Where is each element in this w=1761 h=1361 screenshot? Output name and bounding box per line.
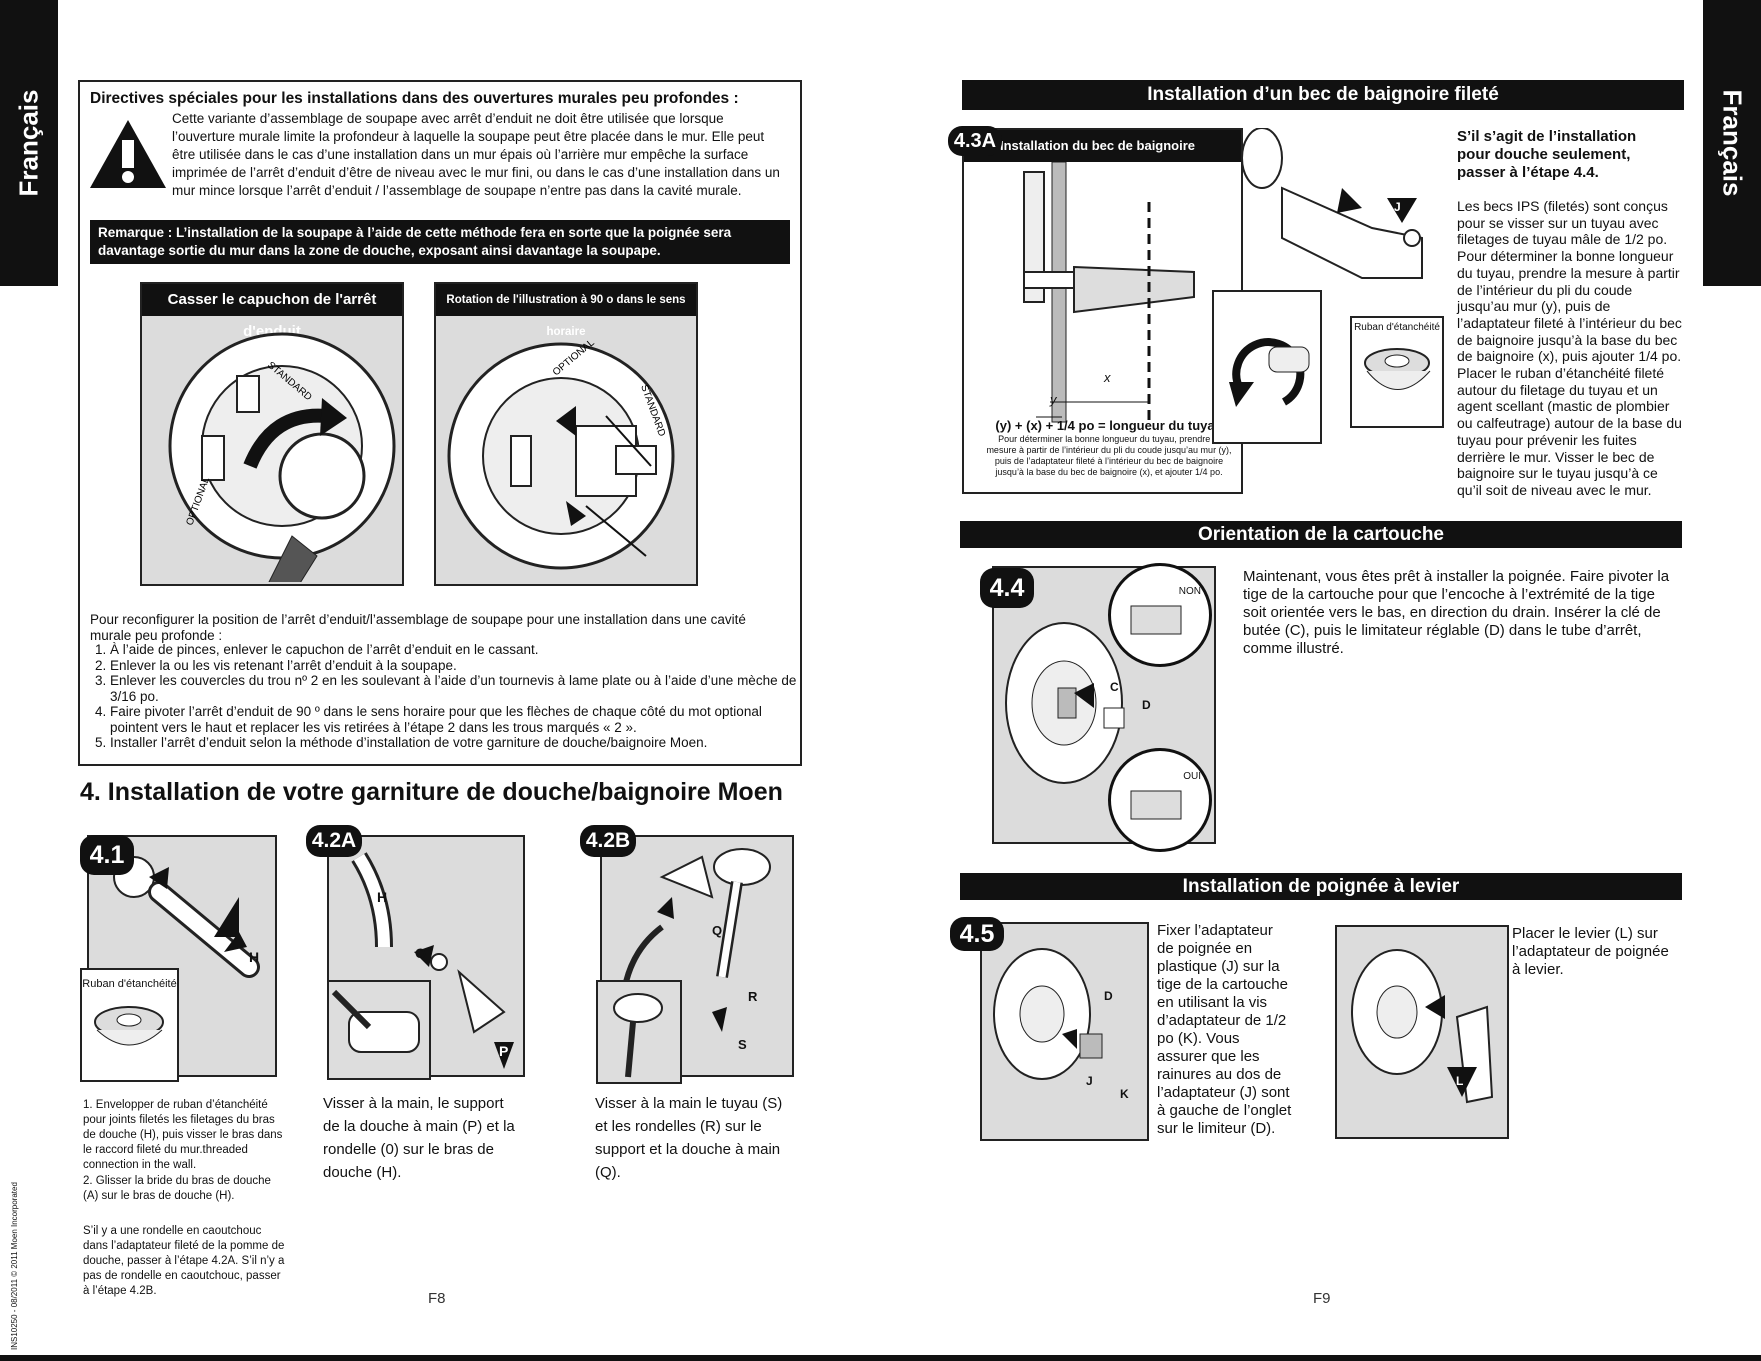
label-h: H	[249, 949, 260, 965]
reconfigure-step: Enlever les couvercles du trou nº 2 en l…	[110, 673, 800, 704]
reconfigure-step: Faire pivoter l’arrêt d’enduit de 90 º d…	[110, 704, 800, 735]
reconfigure-intro: Pour reconfigurer la position de l’arrêt…	[90, 612, 746, 643]
page-number-right: F9	[1313, 1290, 1331, 1307]
spout-formula: (y) + (x) + 1/4 po = longueur du tuyau	[995, 418, 1223, 433]
spout-shower-only-note: S’il s’agit de l’installation pour douch…	[1457, 128, 1637, 181]
label-c: C	[1110, 680, 1119, 694]
figure-4-3a: Installation du bec de baignoire x y (y)…	[962, 128, 1243, 494]
valve-break-cap-illustration: STANDARD OPTIONAL	[168, 332, 396, 584]
spout-detail-inset	[1212, 290, 1322, 444]
figure-break-cap-title: Casser le capuchon de l'arrêt d'enduit	[142, 284, 402, 340]
label-y: y	[1050, 392, 1057, 407]
fig41-caption-1: 1. Envelopper de ruban d’étanchéité pour…	[83, 1099, 283, 1171]
warning-remark: Remarque : L’installation de la soupape …	[90, 220, 790, 264]
page-bottom-rule	[0, 1355, 1761, 1361]
stem-yes-icon	[1130, 790, 1182, 820]
page-number-left: F8	[428, 1290, 446, 1307]
shallow-wall-warning-box: Directives spéciales pour les installati…	[78, 80, 802, 766]
spout-section-bar: Installation d’un bec de baignoire filet…	[962, 80, 1684, 110]
spout-tape-inset: Ruban d'étanchéité	[1350, 316, 1444, 428]
cartridge-instructions: Maintenant, vous êtes prêt à installer l…	[1243, 568, 1670, 657]
step-4-2b-badge: 4.2B	[580, 825, 636, 857]
lever-instructions-1: Fixer l’adaptateur de poignée en plastiq…	[1157, 922, 1292, 1137]
lever-adapter-illustration	[993, 948, 1103, 1080]
spout-rotate-icon	[1229, 338, 1310, 407]
reconfigure-step: Installer l’arrêt d’enduit selon la méth…	[110, 735, 800, 751]
lever-section-bar: Installation de poignée à levier	[960, 873, 1682, 900]
tape-inset: Ruban d'étanchéité	[80, 968, 179, 1082]
section-4-title: 4. Installation de votre garniture de do…	[80, 778, 783, 806]
shower-head-illustration	[351, 852, 514, 1069]
language-tab-left-label: Français	[13, 89, 44, 197]
shower-arm-illustration	[113, 856, 260, 978]
warning-triangle-icon	[88, 118, 168, 190]
spout-measure-illustration	[1023, 161, 1195, 423]
figure-4-3a-title: Installation du bec de baignoire	[964, 130, 1241, 162]
label-j: J	[1086, 1074, 1093, 1088]
label-oui: OUI	[1183, 771, 1201, 782]
label-d: D	[1142, 698, 1151, 712]
hose-inset	[596, 980, 682, 1084]
language-tab-left: Français	[0, 0, 58, 286]
stem-no-icon	[1130, 605, 1182, 635]
spout-tape-label: Ruban d'étanchéité	[1354, 322, 1440, 333]
step-4-2a-badge: 4.2A	[306, 825, 362, 857]
reconfigure-step: À l’aide de pinces, enlever le capuchon …	[110, 642, 800, 658]
reconfigure-step: Enlever la ou les vis retenant l’arrêt d…	[110, 658, 800, 674]
reconfigure-steps: À l’aide de pinces, enlever le capuchon …	[90, 642, 800, 751]
hose-inset-icon	[613, 993, 663, 1078]
step-4-4-badge: 4.4	[980, 568, 1034, 608]
fig41-caption-2: 2. Glisser la bride du bras de douche (A…	[83, 1175, 271, 1202]
cartridge-non-inset: NON	[1108, 563, 1212, 667]
cartridge-oui-inset: OUI	[1108, 748, 1212, 852]
step-4-1-badge: 4.1	[80, 835, 134, 875]
spout-formula-note: Pour déterminer la bonne longueur du tuy…	[986, 434, 1232, 477]
spout-instructions: Les becs IPS (filetés) sont conçus pour …	[1457, 198, 1682, 498]
spout-install-illustration: J	[1222, 127, 1440, 308]
language-tab-right-label: Français	[1717, 89, 1748, 197]
label-l: L	[1456, 1074, 1464, 1088]
label-s: S	[738, 1037, 747, 1052]
hand-shower-inset-icon	[331, 989, 420, 1053]
figure-rotate-90-title: Rotation de l'illustration à 90 o dans l…	[436, 284, 696, 338]
label-j: J	[1394, 200, 1401, 214]
label-k: K	[1120, 1087, 1129, 1101]
lever-instructions-2: Placer le levier (L) sur l’adaptateur de…	[1512, 925, 1669, 978]
valve-rotate-illustration: OPTIONAL STANDARD	[447, 337, 675, 570]
label-o: O	[415, 945, 426, 961]
step-4-3a-badge: 4.3A	[948, 126, 1002, 156]
figure-rotate-90: Rotation de l'illustration à 90 o dans l…	[434, 282, 698, 586]
label-non: NON	[1178, 586, 1201, 597]
label-x: x	[1104, 370, 1111, 385]
fig42b-caption: Visser à la main le tuyau (S) et les ron…	[595, 1095, 783, 1181]
label-p: P	[499, 1043, 509, 1059]
warning-text: Cette variante d’assemblage de soupape a…	[172, 111, 780, 198]
label-r: R	[748, 989, 758, 1004]
step-4-5-badge: 4.5	[950, 917, 1004, 951]
label-h: H	[377, 889, 388, 905]
tape-inset-label: Ruban d'étanchéité	[82, 978, 177, 990]
figure-break-cap: Casser le capuchon de l'arrêt d'enduit S…	[140, 282, 404, 586]
hand-shower-hose-illustration	[619, 848, 771, 1032]
figure-lever-placement	[1335, 925, 1509, 1139]
lever-handle-illustration	[1351, 949, 1494, 1104]
language-tab-right: Français	[1703, 0, 1761, 286]
figure-4-5	[980, 922, 1149, 1141]
label-d: D	[1104, 989, 1113, 1003]
spout-tape-icon	[1364, 348, 1431, 390]
thread-tape-icon	[94, 1006, 164, 1046]
fig42a-caption: Visser à la main, le support de la douch…	[323, 1095, 515, 1181]
cartridge-section-bar: Orientation de la cartouche	[960, 521, 1682, 548]
margin-code: INS10250 - 08/2011 © 2011 Moen Incorpora…	[10, 1182, 19, 1350]
fig41-caption-3: S’il y a une rondelle en caoutchouc dans…	[83, 1225, 285, 1297]
label-q: Q	[712, 923, 723, 938]
warning-title: Directives spéciales pour les installati…	[90, 90, 739, 107]
hand-shower-inset	[327, 980, 431, 1080]
